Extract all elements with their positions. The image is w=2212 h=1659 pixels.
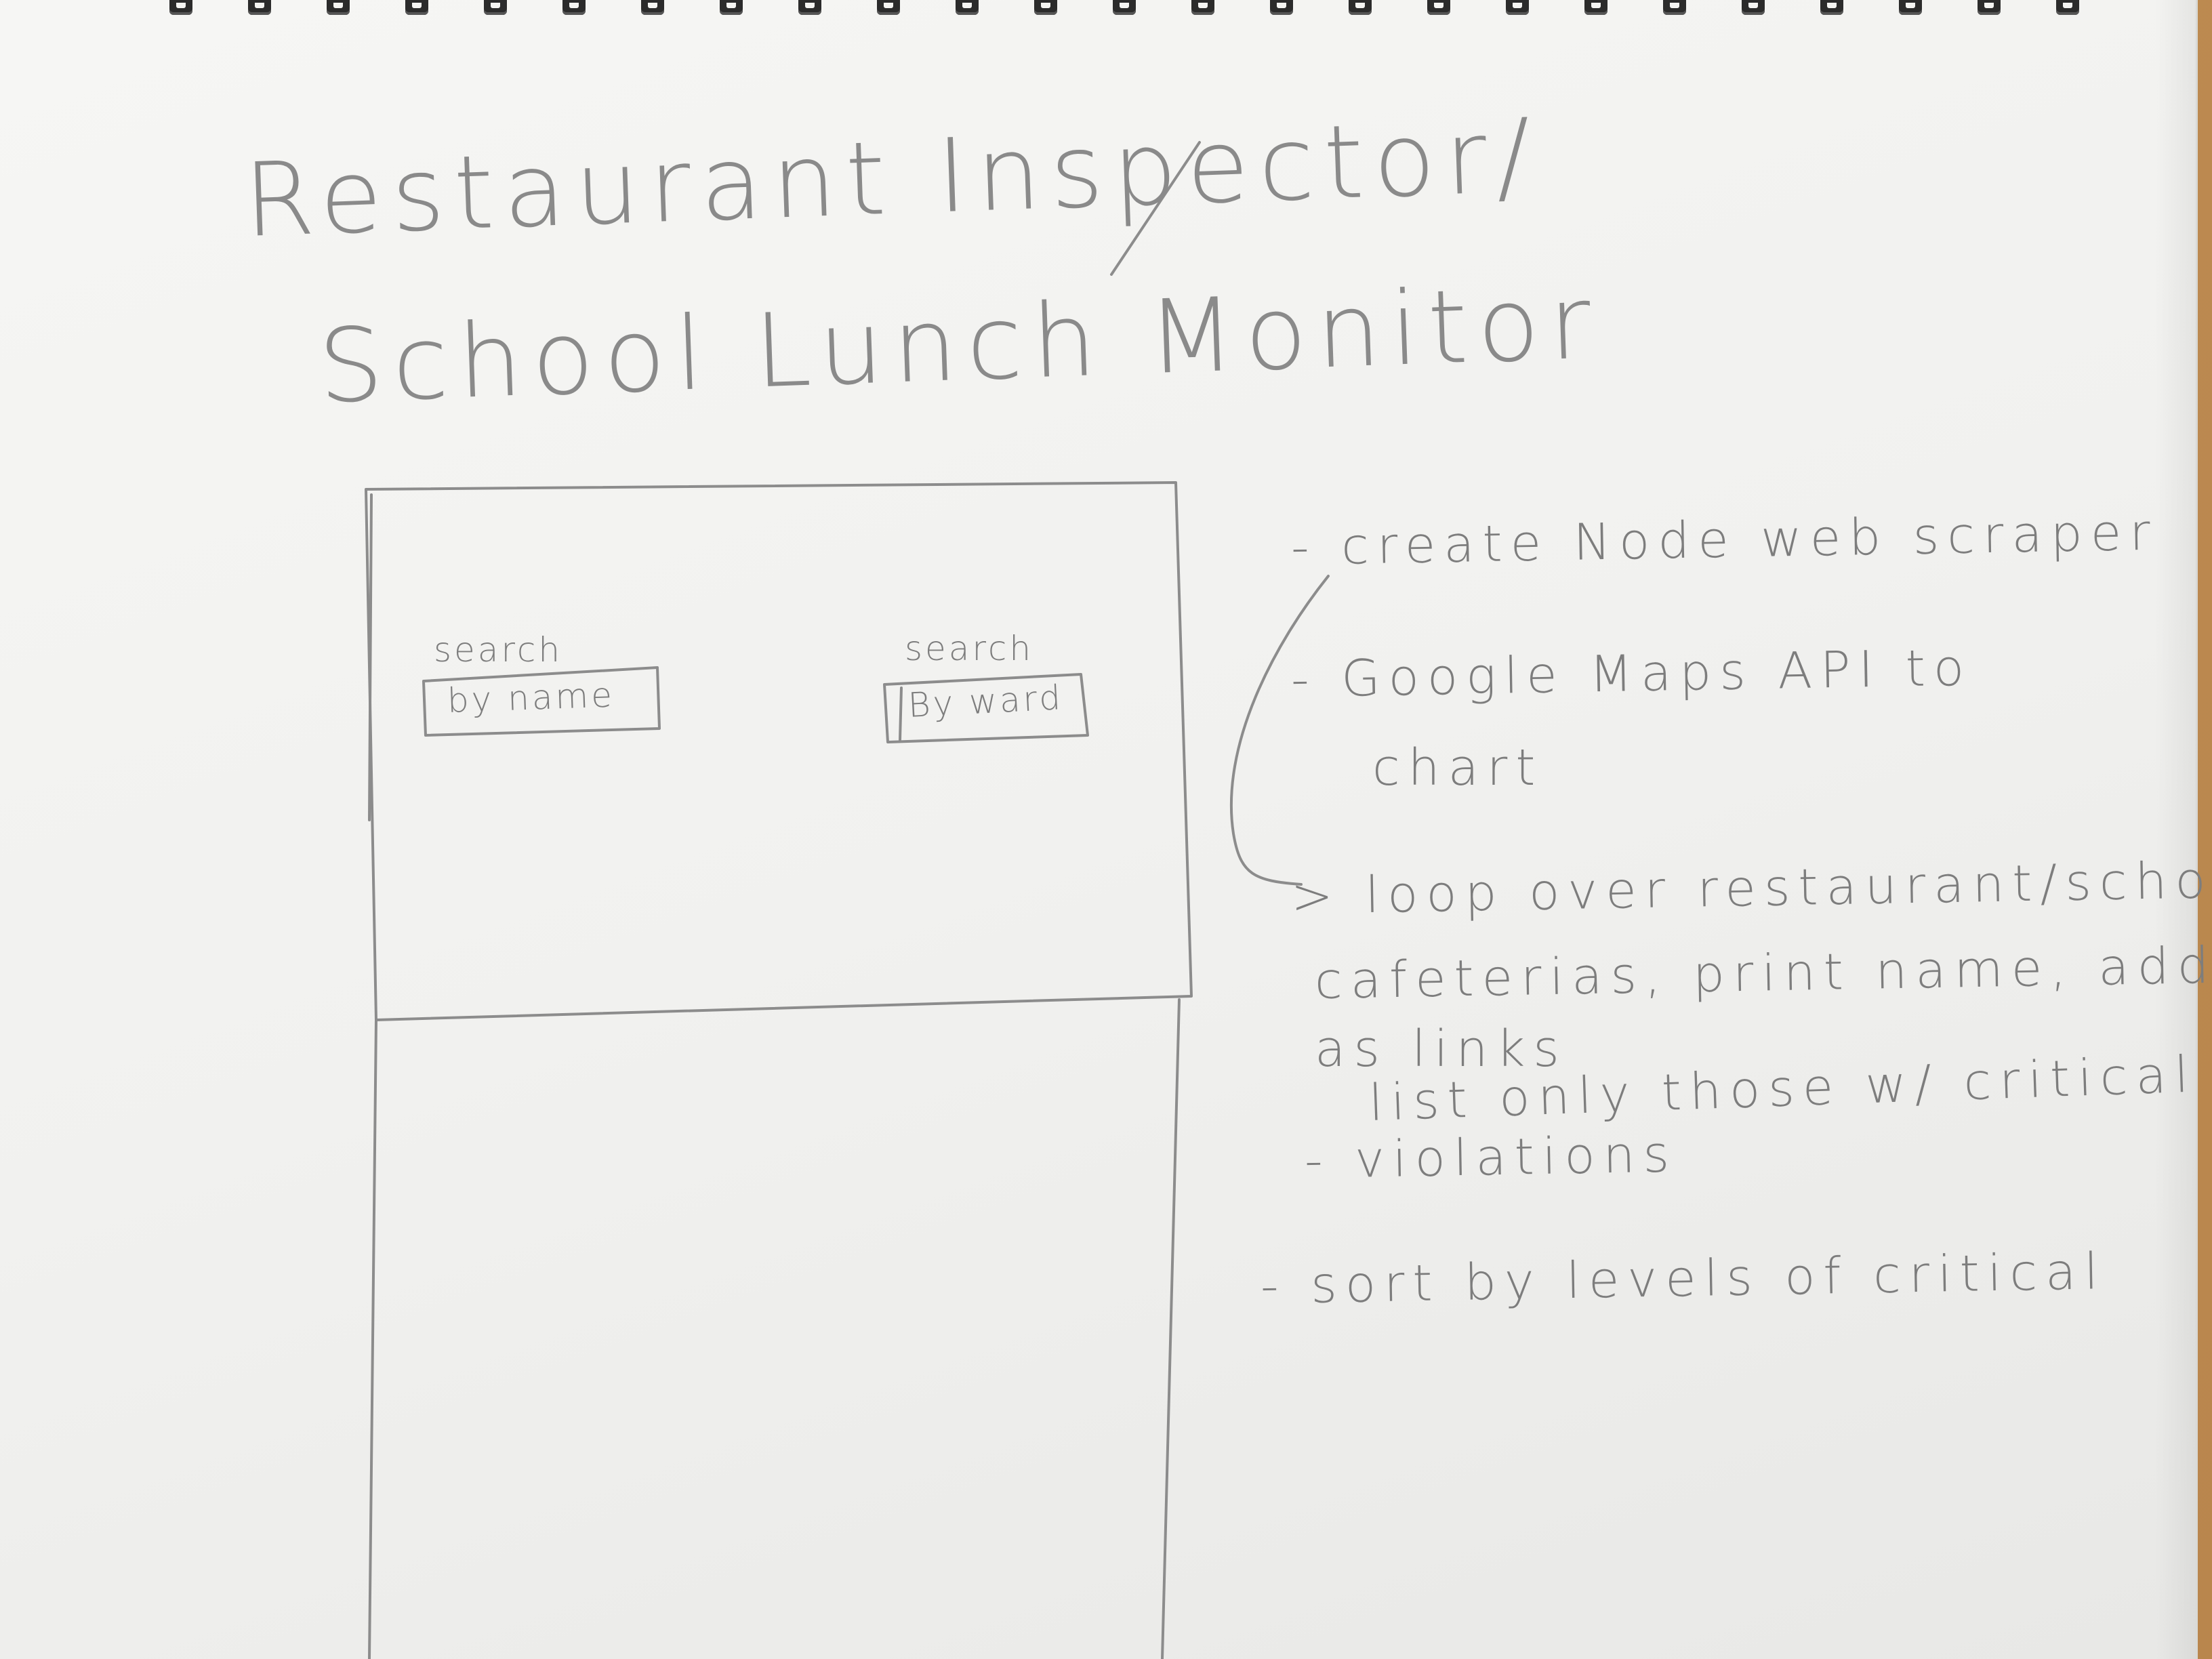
notes-bracket — [1229, 575, 1330, 886]
binding-ring — [1899, 0, 1922, 15]
binding-ring — [641, 0, 664, 15]
binding-ring — [2056, 0, 2079, 15]
binding-ring — [1978, 0, 2001, 15]
binding-ring — [1820, 0, 1843, 15]
search-box-right-inner-stroke — [899, 687, 903, 741]
search-box-right-outline — [883, 673, 1089, 743]
note-as-links: as links — [1315, 1020, 1568, 1078]
binding-ring — [405, 0, 428, 15]
binding-ring — [798, 0, 821, 15]
wireframe-top-panel — [365, 481, 1193, 1021]
note-violations: - violations — [1304, 1125, 1678, 1190]
title-slash-stroke — [1110, 141, 1201, 276]
search-right-label: search — [905, 629, 1034, 668]
binding-ring — [720, 0, 743, 15]
binding-ring — [562, 0, 586, 15]
binding-ring — [1034, 0, 1057, 15]
binding-ring — [956, 0, 979, 15]
binding-ring — [1270, 0, 1293, 15]
search-box-left-outline — [422, 666, 661, 737]
note-chart: chart — [1372, 739, 1544, 797]
binding-ring — [1506, 0, 1529, 15]
binding-ring — [1742, 0, 1765, 15]
wireframe-left-overstroke — [368, 493, 373, 821]
page-edge-shadow — [2155, 0, 2196, 1659]
binding-ring — [1349, 0, 1372, 15]
binding-ring — [169, 0, 192, 15]
binding-ring — [1663, 0, 1686, 15]
binding-ring — [1427, 0, 1450, 15]
search-left-field-text: by name — [446, 675, 615, 720]
binding-ring — [1191, 0, 1214, 15]
search-right-field-text: By ward — [907, 678, 1065, 725]
binding-ring — [1584, 0, 1607, 15]
binding-ring — [484, 0, 507, 15]
binding-ring — [1113, 0, 1136, 15]
binding-ring — [327, 0, 350, 15]
wireframe-bottom-panel — [368, 998, 1181, 1659]
binding-ring — [877, 0, 900, 15]
search-left-label: search — [434, 630, 563, 670]
binding-ring — [248, 0, 271, 15]
note-google-maps: - Google Maps API to — [1290, 638, 1973, 709]
